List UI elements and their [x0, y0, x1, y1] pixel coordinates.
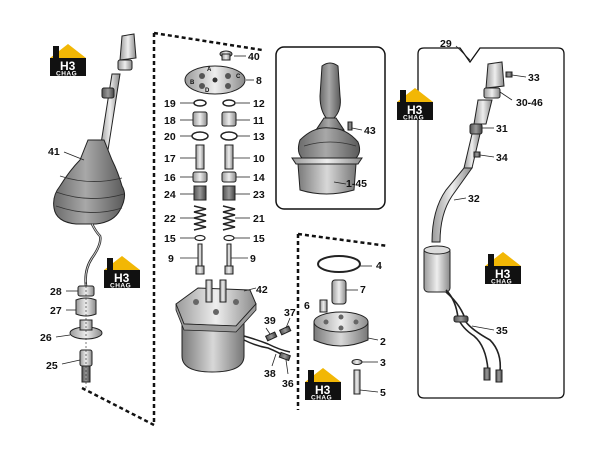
plate-letter-c: C	[236, 74, 241, 80]
svg-text:CHAG: CHAG	[110, 283, 131, 290]
callout-38: 38	[264, 368, 276, 380]
callout-8: 8	[256, 75, 262, 87]
svg-text:CHAG: CHAG	[56, 71, 77, 78]
callout-6: 6	[304, 300, 310, 312]
callout-17: 17	[164, 153, 176, 165]
callout-10: 10	[253, 153, 265, 165]
brand-logo-2: H3 CHAG	[397, 88, 433, 122]
callout-14: 14	[253, 172, 265, 184]
right-panel-frame	[417, 47, 565, 399]
svg-text:H3: H3	[60, 59, 76, 73]
callout-16: 16	[164, 172, 176, 184]
callout-11: 11	[253, 115, 264, 127]
callout-24: 24	[164, 189, 176, 201]
callout-31: 31	[496, 123, 508, 135]
inset-joystick	[291, 62, 363, 195]
callout-4: 4	[376, 260, 382, 272]
left-lever-assembly	[53, 33, 137, 390]
callout-29: 29	[440, 38, 452, 50]
callout-26: 26	[40, 332, 52, 344]
base-parts	[313, 255, 379, 395]
svg-text:H3: H3	[407, 103, 423, 117]
callout-18: 18	[164, 115, 176, 127]
callout-9-right: 9	[250, 253, 256, 265]
plate-letter-b: B	[190, 80, 195, 86]
callout-1-45: 1-45	[346, 178, 367, 190]
callout-39: 39	[264, 315, 276, 327]
callout-41: 41	[48, 146, 60, 158]
callout-27: 27	[50, 305, 62, 317]
brand-logo-3: H3 CHAG	[104, 256, 140, 290]
brand-logo-1: H3 CHAG	[50, 44, 86, 78]
callout-7: 7	[360, 284, 366, 296]
plate-letter-d: D	[205, 88, 210, 94]
brand-logo-4: H3 CHAG	[485, 252, 521, 286]
callout-42: 42	[256, 284, 268, 296]
callout-21: 21	[253, 213, 265, 225]
svg-text:H3: H3	[315, 383, 331, 397]
callout-2: 2	[380, 336, 386, 348]
group-boundary-dashed	[81, 31, 263, 427]
svg-text:CHAG: CHAG	[403, 115, 424, 122]
callout-13: 13	[253, 131, 265, 143]
valve-stack: A B C D	[180, 50, 254, 275]
callout-5: 5	[380, 387, 386, 399]
callout-22: 22	[164, 213, 176, 225]
callout-3: 3	[380, 357, 386, 369]
valve-housing	[175, 279, 292, 375]
callout-19: 19	[164, 98, 176, 110]
callout-12: 12	[253, 98, 265, 110]
callout-25: 25	[46, 360, 58, 372]
callout-15-left: 15	[164, 233, 176, 245]
callout-30-46: 30-46	[516, 97, 543, 109]
callout-34: 34	[496, 152, 508, 164]
callout-40: 40	[248, 51, 260, 63]
callout-35: 35	[496, 325, 508, 337]
callout-36: 36	[282, 378, 294, 390]
callout-28: 28	[50, 286, 62, 298]
svg-text:H3: H3	[495, 267, 511, 281]
callout-9-left: 9	[168, 253, 174, 265]
callout-32: 32	[468, 193, 480, 205]
callout-15-right: 15	[253, 233, 265, 245]
plate-letter-a: A	[207, 67, 212, 73]
callout-23: 23	[253, 189, 265, 201]
brand-logo-5: H3 CHAG	[305, 368, 341, 402]
svg-text:CHAG: CHAG	[491, 279, 512, 286]
callout-43: 43	[364, 125, 376, 137]
callout-37: 37	[284, 307, 296, 319]
leader-41	[63, 151, 85, 161]
svg-text:H3: H3	[114, 271, 130, 285]
callout-33: 33	[528, 72, 540, 84]
callout-20: 20	[164, 131, 176, 143]
right-lever-assembly	[423, 61, 527, 383]
base-group-boundary	[296, 232, 389, 410]
svg-text:CHAG: CHAG	[311, 395, 332, 402]
